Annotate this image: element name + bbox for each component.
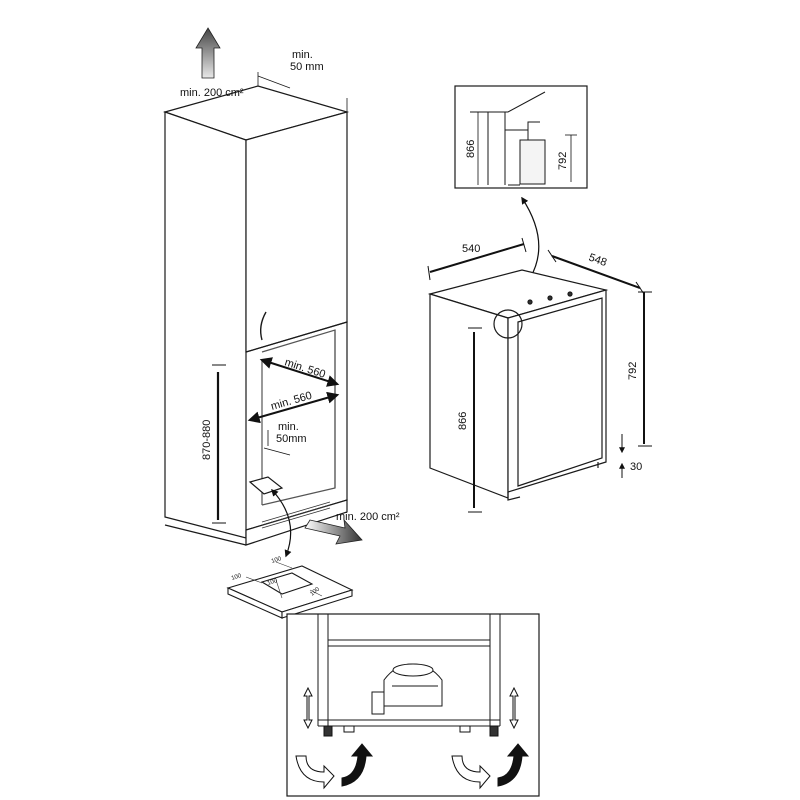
adjust-arrow-left-icon	[303, 686, 313, 730]
rear-gap-marker	[263, 430, 291, 456]
detail-height-label: 866	[465, 140, 477, 158]
top-gap-label: min.	[292, 49, 313, 61]
appliance-height-label: 866	[457, 412, 469, 430]
cutout-dim-3: 100	[267, 578, 279, 587]
door-height-dimension	[638, 291, 652, 447]
depth-top-label: min. 560	[283, 356, 327, 380]
airflow-out-right-icon	[497, 743, 530, 787]
depth-dimension-bottom	[247, 391, 340, 424]
floor-cutout-plate	[226, 565, 354, 619]
appliance-height-dimension	[468, 327, 482, 513]
top-gap-value: 50 mm	[290, 61, 324, 73]
rear-gap-value: 50mm	[276, 433, 307, 445]
appliance-width-label: 540	[462, 243, 480, 255]
airflow-in-right-icon	[451, 755, 491, 790]
plinth-label: 30	[630, 461, 642, 473]
rear-gap-label: min.	[278, 421, 299, 433]
appliance-drawing	[427, 269, 609, 501]
cutout-dim-2: 100	[271, 556, 283, 565]
appliance-depth-label: 548	[587, 252, 608, 270]
cabinet-drawing	[162, 72, 350, 546]
hinge-detail-inset	[454, 85, 588, 189]
airflow-in-left-icon	[295, 755, 335, 790]
door-height-label: 792	[627, 362, 639, 380]
depth-dimension-top	[259, 357, 340, 387]
height-range-label: 870-880	[201, 420, 213, 460]
cutout-dim-4: 100	[309, 586, 321, 597]
detail-door-label: 792	[557, 152, 569, 170]
depth-bottom-label: min. 560	[270, 390, 314, 413]
air-out-arrow-icon	[195, 27, 221, 79]
vent-bottom-label: min. 200 cm²	[336, 511, 400, 523]
cutout-dim-1: 100	[231, 573, 243, 582]
adjust-arrow-right-icon	[509, 686, 519, 730]
vent-top-label: min. 200 cm²	[180, 87, 244, 99]
width-dimension	[427, 237, 527, 281]
compressor-icon	[371, 663, 443, 715]
airflow-out-left-icon	[341, 743, 374, 787]
height-dimension	[212, 364, 226, 524]
air-in-arrow-icon	[304, 518, 363, 545]
airflow-detail-inset	[286, 613, 540, 797]
